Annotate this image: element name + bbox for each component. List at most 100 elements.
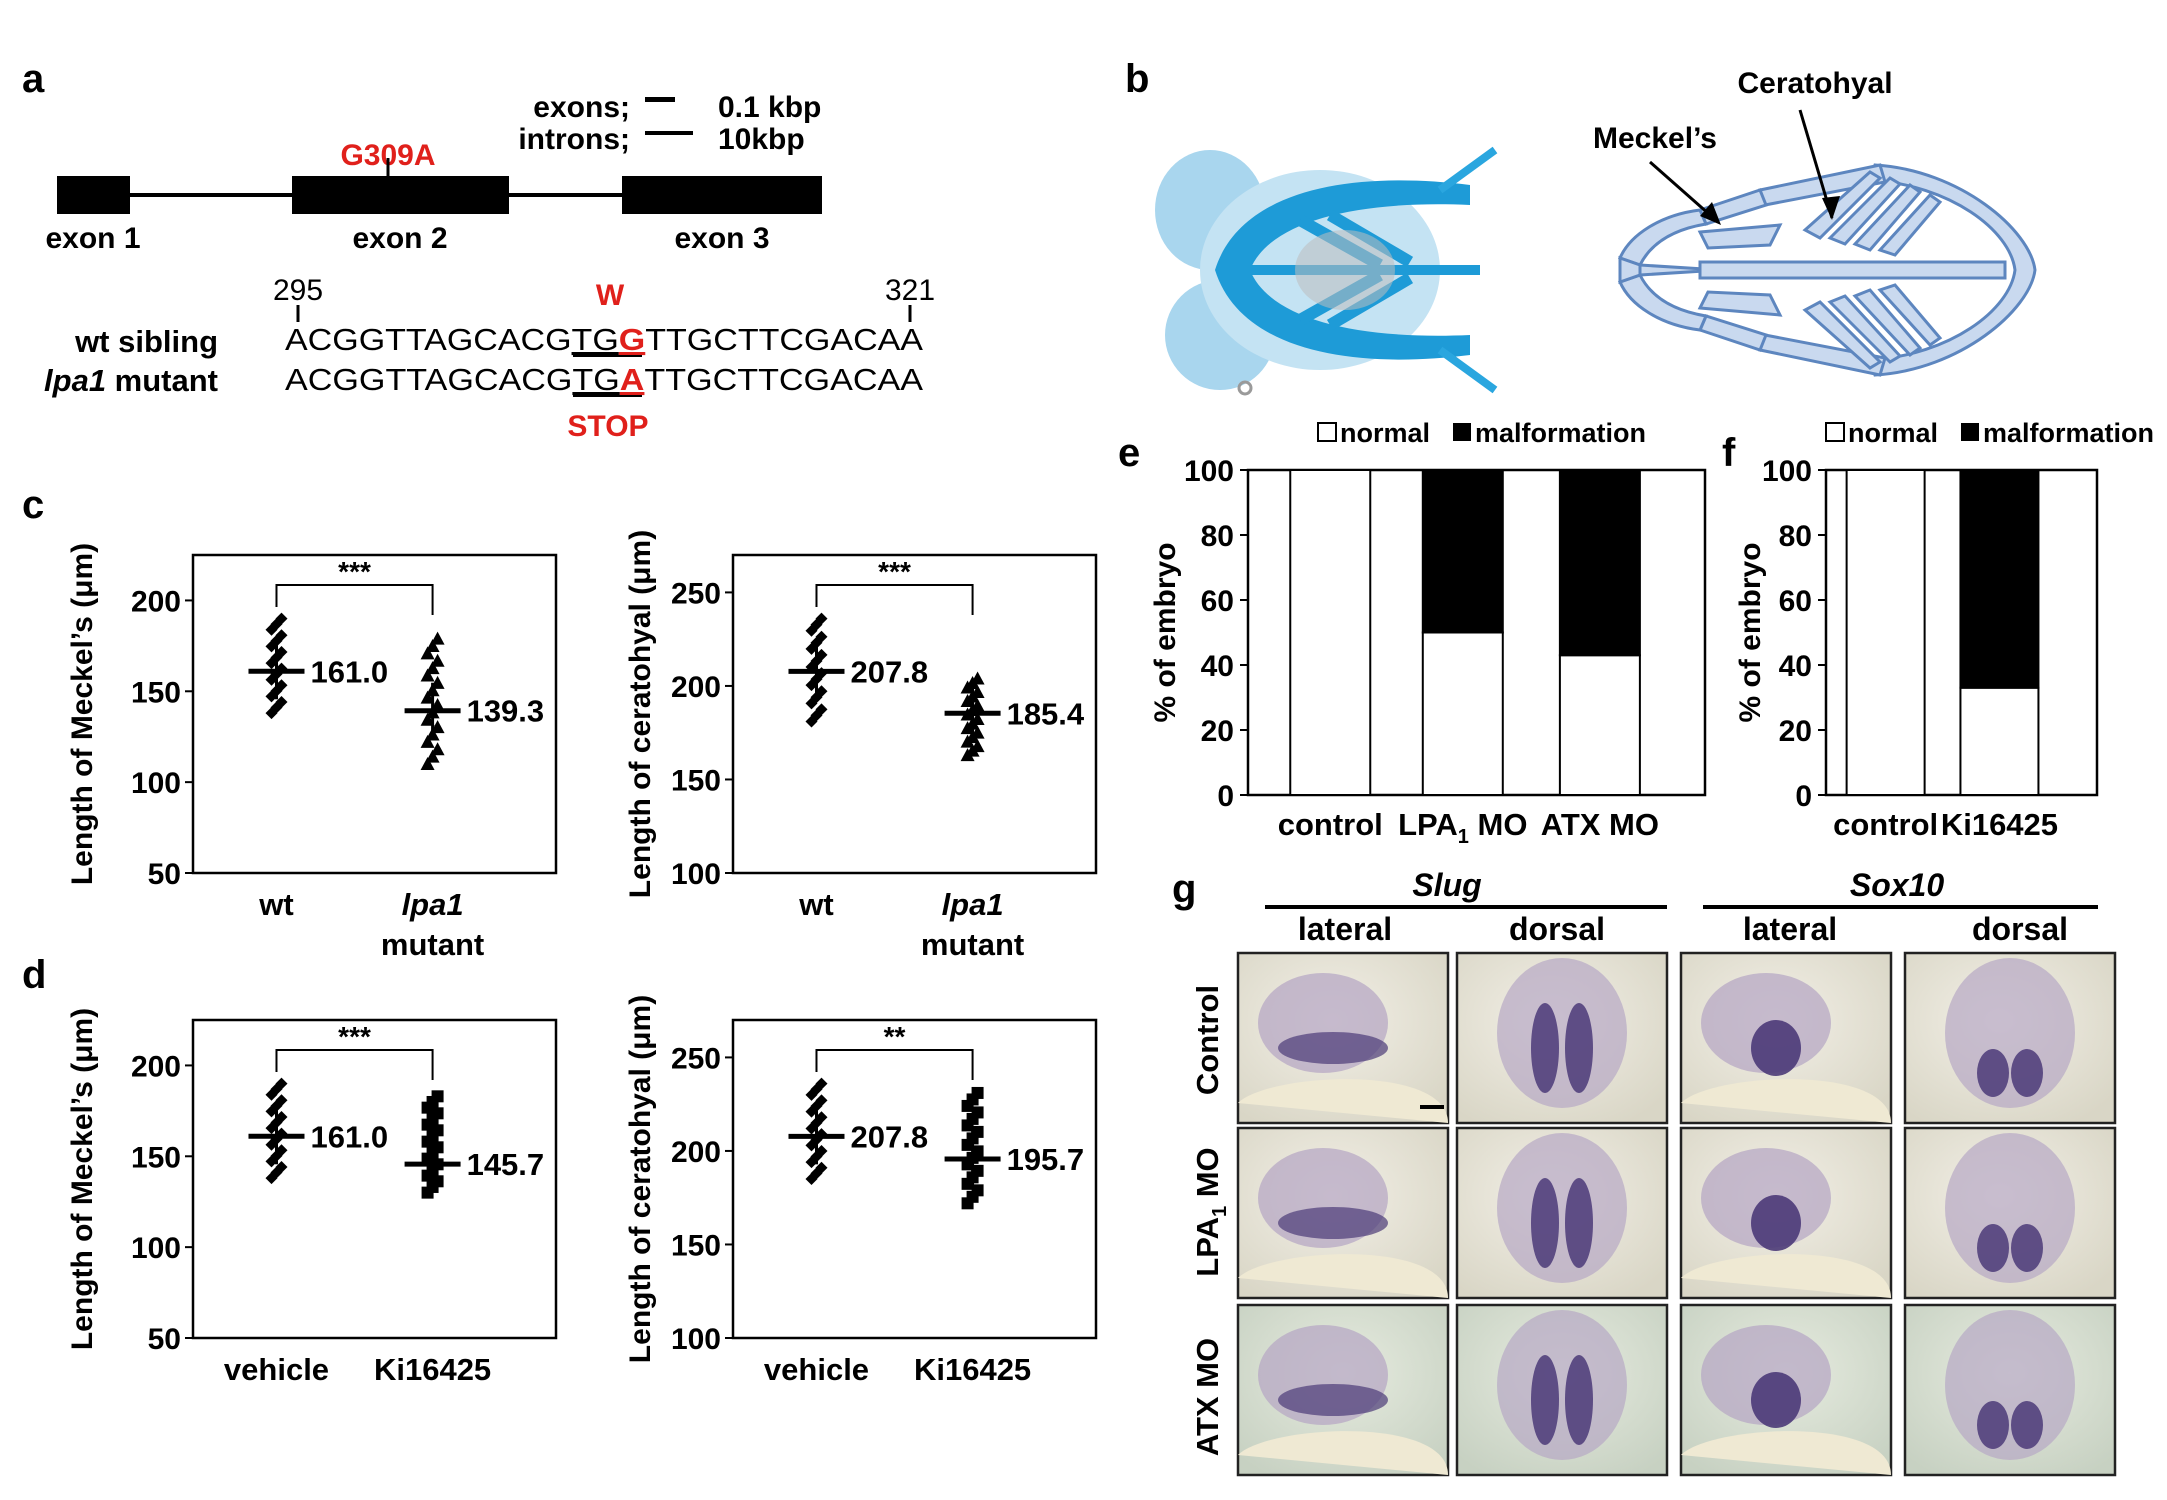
data-point <box>275 1077 288 1090</box>
mean-label: 207.8 <box>850 654 928 689</box>
seq-mut-prefix: ACGGTTAGCACG <box>285 362 572 397</box>
y-tick-label: 20 <box>1779 715 1812 748</box>
legend-introns-scale: 10kbp <box>718 123 805 156</box>
exon-1-label: exon 1 <box>45 222 140 255</box>
plot-frame <box>191 1018 558 1340</box>
panel-b-label: b <box>1125 57 1149 101</box>
significance-label: *** <box>338 1021 371 1052</box>
panel-b: b <box>1125 57 2037 396</box>
bar-normal <box>1289 469 1372 796</box>
data-point <box>431 1175 444 1188</box>
y-tick-label: 250 <box>671 577 721 610</box>
ish-expression-signal <box>1751 1020 1801 1076</box>
data-point <box>971 1125 984 1138</box>
data-point <box>815 612 828 625</box>
ish-yolk <box>1681 1431 1891 1475</box>
y-tick-label: 100 <box>131 1232 181 1265</box>
ish-expression-signal <box>1565 1003 1593 1093</box>
ish-yolk <box>1681 1079 1891 1123</box>
significance-bracket <box>815 1049 974 1080</box>
panel-a-label: a <box>22 57 45 101</box>
ish-expression-signal <box>1565 1178 1593 1268</box>
ish-expression-signal <box>2011 1401 2043 1449</box>
exon-1-box <box>57 176 130 214</box>
x-tick-label: wt <box>798 887 833 922</box>
data-point <box>275 679 288 692</box>
ish-head-dorsal <box>1497 1310 1627 1460</box>
data-point <box>275 1160 288 1173</box>
view-label-3: lateral <box>1743 911 1837 947</box>
ish-yolk <box>1238 1254 1448 1298</box>
data-point <box>815 1111 828 1124</box>
data-point <box>971 1086 984 1099</box>
y-tick-label: 100 <box>131 767 181 800</box>
legend-exons-label: exons; <box>533 91 630 124</box>
y-tick-label: 100 <box>671 858 721 891</box>
data-point <box>425 638 440 652</box>
ceratohyal-arrowhead <box>1822 196 1840 220</box>
ish-expression-signal <box>1531 1178 1559 1268</box>
meckels-arrowhead <box>1700 202 1721 225</box>
y-tick-label: 150 <box>671 764 721 797</box>
data-point <box>815 1144 828 1157</box>
x-tick-label: mutant <box>921 927 1024 962</box>
data-point <box>971 1145 984 1158</box>
row-mut-gene: lpa1 <box>44 363 106 398</box>
data-point <box>815 648 828 661</box>
y-tick-label: 150 <box>671 1229 721 1262</box>
seq-mut-suffix: TTGCTTCGACAA <box>644 362 923 397</box>
y-tick-label: 40 <box>1779 650 1812 683</box>
y-tick-label: 200 <box>131 1050 181 1083</box>
y-tick-label: 250 <box>671 1042 721 1075</box>
data-point <box>971 1164 984 1177</box>
data-point <box>815 1161 828 1174</box>
y-axis-label: Length of ceratohyal (μm) <box>624 530 657 898</box>
ish-yolk <box>1238 1079 1448 1123</box>
y-tick-label: 0 <box>1795 780 1812 813</box>
ish-head-dorsal <box>1945 958 2075 1108</box>
alcian-blue-stained-head-photo <box>1155 146 1498 396</box>
row-label-lpa: LPA <box>1190 1217 1225 1277</box>
data-point <box>971 1106 984 1119</box>
legend-malformation-label: malformation <box>1475 418 1646 448</box>
seq-wt-suffix: TTGCTTCGACAA <box>645 322 923 357</box>
row-label-atx-mo: ATX MO <box>1190 1338 1225 1456</box>
ish-expression-signal <box>1565 1355 1593 1445</box>
y-tick-label: 100 <box>1184 455 1234 488</box>
exon-3-label: exon 3 <box>674 222 769 255</box>
ish-head-dorsal <box>1497 1133 1627 1283</box>
legend-introns-label: introns; <box>518 123 630 156</box>
data-point <box>815 1077 828 1090</box>
x-tick-label: vehicle <box>224 1352 329 1387</box>
x-tick-label: LPA1 MO <box>1398 807 1527 848</box>
view-label-4: dorsal <box>1972 911 2068 947</box>
legend-malformation-swatch <box>1453 423 1471 441</box>
data-point <box>971 1184 984 1197</box>
mean-label: 185.4 <box>1007 696 1085 731</box>
y-axis-label: % of embryo <box>1149 542 1182 722</box>
legend-malformation-label: malformation <box>1983 418 2154 448</box>
amino-acid-wt: W <box>596 279 625 312</box>
ish-expression-signal <box>1977 1049 2009 1097</box>
ish-yolk <box>1681 1254 1891 1298</box>
y-axis-label: Length of Meckel’s (μm) <box>66 1008 99 1350</box>
ish-expression-signal <box>1278 1032 1388 1064</box>
ish-expression-signal <box>1977 1224 2009 1272</box>
plot-frame <box>731 1018 1098 1340</box>
data-point <box>420 646 435 660</box>
position-end: 321 <box>885 274 935 307</box>
y-tick-label: 60 <box>1779 585 1812 618</box>
y-tick-label: 40 <box>1201 650 1234 683</box>
y-tick-label: 20 <box>1201 715 1234 748</box>
data-point <box>970 671 985 685</box>
x-tick-label: control <box>1833 807 1938 842</box>
ish-head-dorsal <box>1945 1133 2075 1283</box>
panel-e-label: e <box>1118 431 1140 475</box>
in-situ-image-grid <box>1236 951 2117 1477</box>
ish-head-dorsal <box>1497 958 1627 1108</box>
